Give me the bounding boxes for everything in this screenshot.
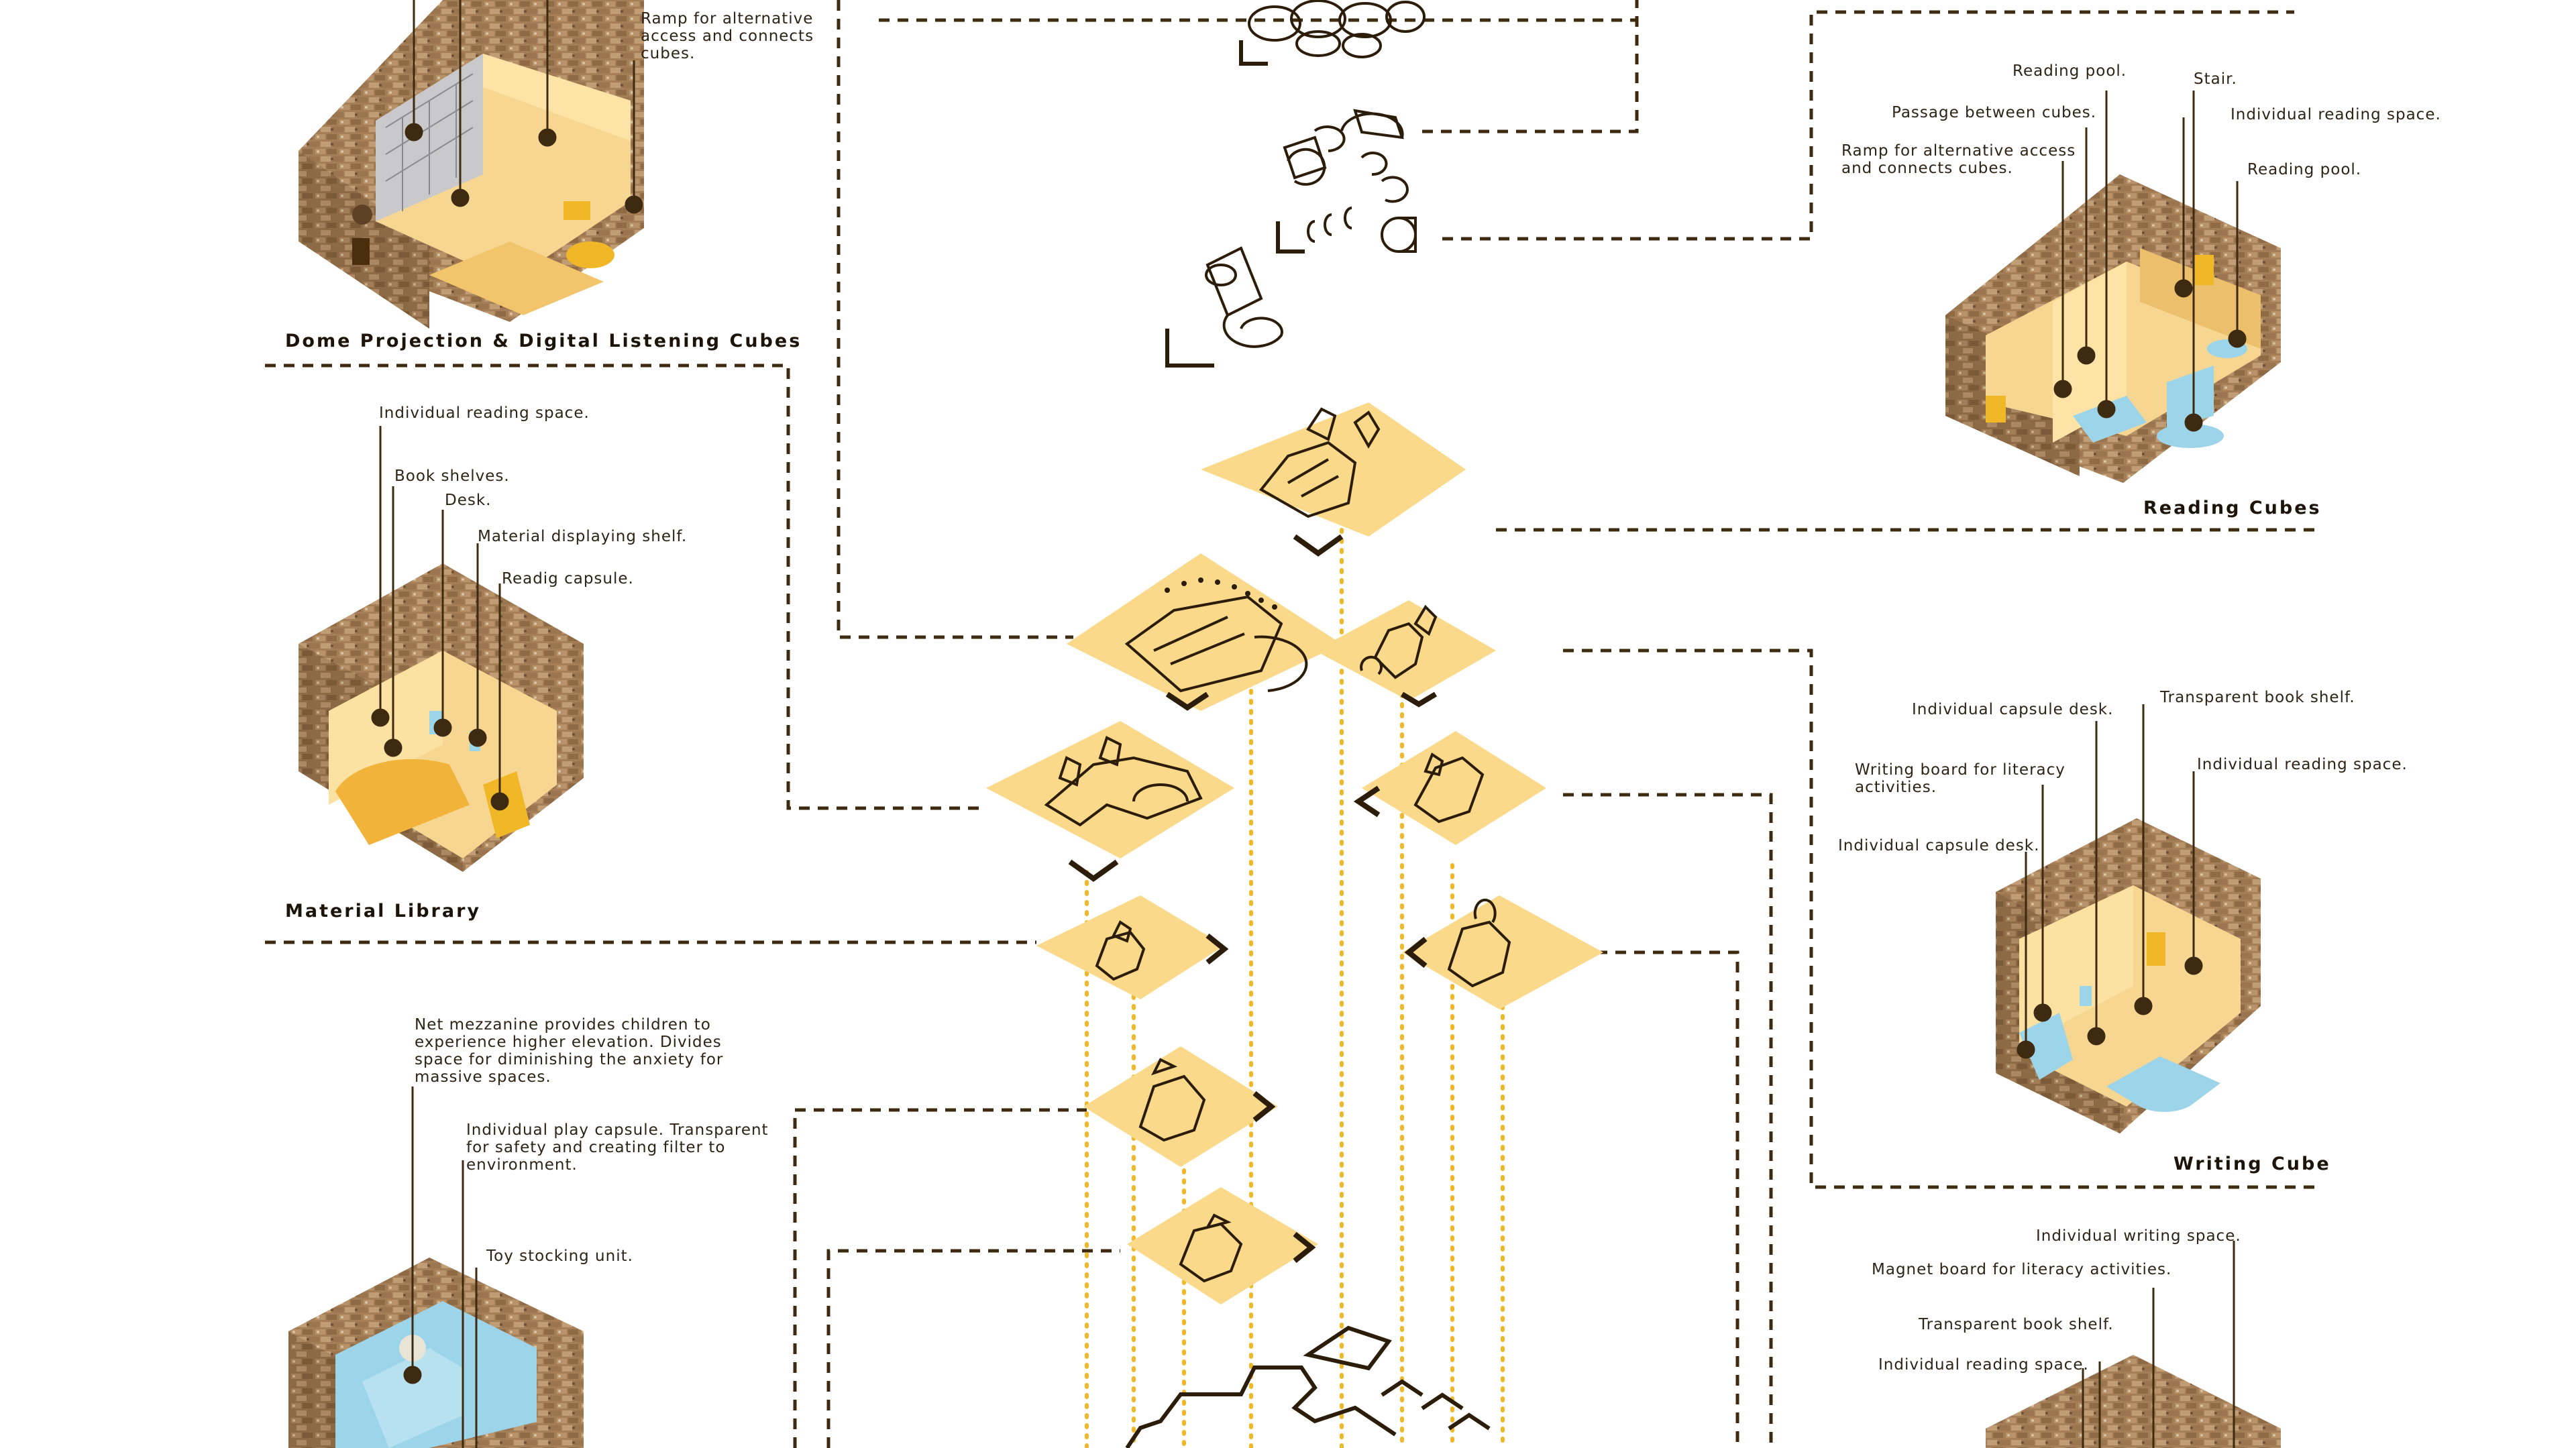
note-play-toy: Toy stocking unit. bbox=[486, 1247, 633, 1265]
platform-8 bbox=[1083, 1046, 1278, 1167]
note-material-display: Material displaying shelf. bbox=[478, 528, 688, 545]
note-play-capsule: Individual play capsule. Transparent for… bbox=[466, 1121, 769, 1174]
note-dome-ramp: Ramp for alternative access and connects… bbox=[641, 10, 814, 62]
title-writing: Writing Cube bbox=[2174, 1154, 2331, 1174]
note-writing-capsule-b: Individual capsule desk. bbox=[1838, 837, 2040, 854]
connector-dome bbox=[837, 0, 1073, 639]
floating-rings bbox=[1283, 109, 1409, 203]
note-writing-capsule-a: Individual capsule desk. bbox=[1912, 701, 2114, 718]
note-writing-shelf: Transparent book shelf. bbox=[2160, 689, 2355, 706]
floating-scroll bbox=[1205, 246, 1283, 348]
connector-top-b bbox=[1422, 0, 1639, 133]
connector-play-b bbox=[793, 1108, 1087, 1448]
platform-stack bbox=[986, 0, 1603, 1448]
connector-lines bbox=[265, 0, 2314, 1448]
platform-9 bbox=[1127, 1187, 1318, 1304]
note-reading-passage: Passage between cubes. bbox=[1892, 104, 2097, 121]
title-reading: Reading Cubes bbox=[2143, 498, 2322, 518]
note-writing-board: Writing board for literacy activities. bbox=[1855, 761, 2065, 796]
cube-dome bbox=[299, 0, 644, 329]
note-literacy-shelf: Transparent book shelf. bbox=[1919, 1316, 2114, 1333]
note-reading-pool-b: Reading pool. bbox=[2247, 161, 2362, 178]
note-reading-individual: Individual reading space. bbox=[2231, 106, 2441, 123]
platform-3 bbox=[1315, 600, 1496, 708]
ground-plan bbox=[1125, 1325, 1491, 1448]
dotted-verticals bbox=[1085, 528, 1505, 1448]
cube-material bbox=[299, 563, 584, 872]
platform-7 bbox=[1402, 895, 1603, 1009]
connector-writing-b bbox=[1563, 793, 1773, 1448]
title-dome: Dome Projection & Digital Listening Cube… bbox=[285, 331, 802, 351]
platform-4 bbox=[986, 721, 1234, 882]
note-material-desk: Desk. bbox=[445, 492, 492, 509]
connector-literacy-right bbox=[1597, 950, 1739, 1448]
note-literacy-magnet: Magnet board for literacy activities. bbox=[1872, 1261, 2172, 1278]
platform-2 bbox=[1067, 553, 1342, 711]
floating-circles bbox=[1248, 0, 1426, 58]
note-writing-reading: Individual reading space. bbox=[2197, 756, 2408, 773]
connector-top-c bbox=[1442, 10, 2294, 241]
connector-literacy-left bbox=[826, 1249, 1120, 1448]
note-reading-ramp: Ramp for alternative access and connects… bbox=[1841, 142, 2076, 177]
platform-5 bbox=[1353, 731, 1546, 845]
note-material-shelves: Book shelves. bbox=[394, 467, 510, 485]
note-literacy-writing: Individual writing space. bbox=[2036, 1227, 2241, 1245]
cube-play bbox=[288, 1258, 584, 1448]
note-literacy-reading: Individual reading space. bbox=[1878, 1356, 2089, 1374]
platform-6 bbox=[1036, 895, 1229, 999]
cube-writing bbox=[1996, 818, 2261, 1133]
note-play-mezzanine: Net mezzanine provides children to exper… bbox=[415, 1016, 724, 1086]
note-reading-stair: Stair. bbox=[2194, 70, 2237, 88]
note-material-capsule: Readig capsule. bbox=[502, 570, 634, 588]
platform-1 bbox=[1201, 402, 1466, 557]
note-reading-pool-a: Reading pool. bbox=[2012, 62, 2127, 80]
connector-writing bbox=[1563, 649, 2314, 1189]
cube-reading bbox=[1945, 174, 2281, 483]
title-material: Material Library bbox=[285, 901, 481, 922]
cube-literacy bbox=[1986, 1355, 2281, 1448]
note-material-reading: Individual reading space. bbox=[379, 404, 590, 422]
callout-leaders bbox=[371, 0, 2247, 1448]
